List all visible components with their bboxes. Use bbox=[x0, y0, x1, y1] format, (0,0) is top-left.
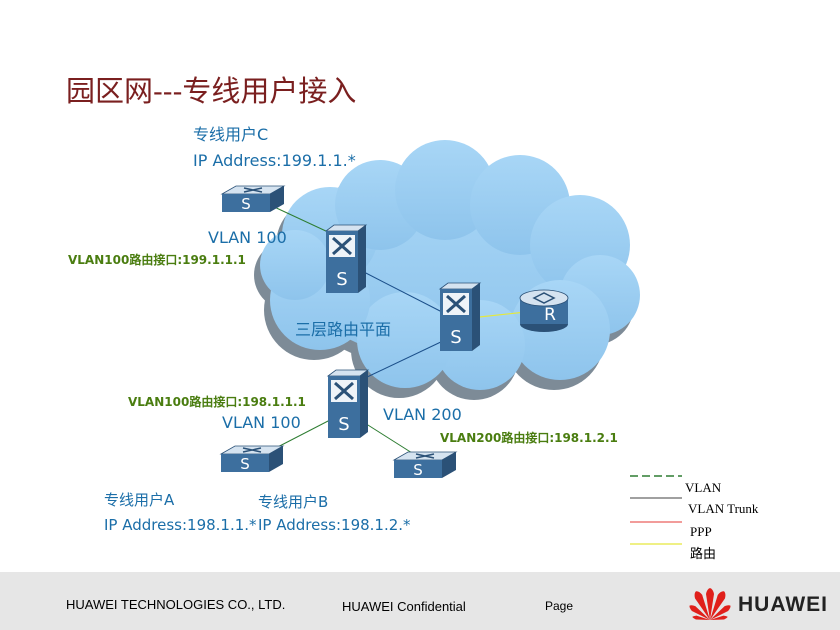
user-c-ip: IP Address:199.1.1.* bbox=[193, 151, 356, 170]
user-b-ip: IP Address:198.1.2.* bbox=[258, 516, 411, 534]
switch-letter: S bbox=[413, 461, 423, 479]
vlan200-if-label: VLAN200路由接口:198.1.2.1 bbox=[440, 431, 618, 445]
vlan100-if-top-label: VLAN100路由接口:199.1.1.1 bbox=[68, 253, 246, 267]
vlan200-label: VLAN 200 bbox=[383, 405, 462, 424]
link-switch1-to-switch2 bbox=[359, 269, 443, 313]
huawei-logo-icon bbox=[689, 588, 731, 620]
footer-confidential: HUAWEI Confidential bbox=[342, 599, 466, 614]
link-switch2-to-switch3 bbox=[364, 339, 446, 379]
network-diagram: S S S R bbox=[219, 140, 682, 545]
legend-label-vlan: VLAN bbox=[685, 480, 722, 495]
footer-bar: HUAWEI TECHNOLOGIES CO., LTD. HUAWEI Con… bbox=[0, 572, 840, 630]
user-a-ip: IP Address:198.1.1.* bbox=[104, 516, 257, 534]
vlan100-top-label: VLAN 100 bbox=[208, 228, 287, 247]
switch-3[interactable]: S bbox=[326, 369, 370, 438]
user-c-name: 专线用户C bbox=[193, 125, 269, 144]
legend-label-vlan-trunk: VLAN Trunk bbox=[688, 501, 759, 516]
vlan100-bottom-label: VLAN 100 bbox=[222, 413, 301, 432]
switch-user-a[interactable]: S bbox=[219, 445, 285, 473]
switch-1[interactable]: S bbox=[324, 224, 368, 293]
slide-title: 园区网---专线用户接入 bbox=[66, 74, 357, 108]
switch-user-c[interactable]: S bbox=[220, 185, 286, 213]
legend-label-route: 路由 bbox=[690, 546, 717, 561]
cloud-label: 三层路由平面 bbox=[295, 320, 392, 339]
router-letter: R bbox=[544, 305, 556, 325]
switch-letter: S bbox=[338, 414, 349, 435]
legend-label-ppp: PPP bbox=[690, 524, 712, 539]
switch-letter: S bbox=[241, 195, 251, 213]
user-a-name: 专线用户A bbox=[104, 491, 175, 509]
link-user-c-to-switch1 bbox=[269, 204, 329, 233]
huawei-logo-text: HUAWEI bbox=[738, 593, 828, 616]
switch-letter: S bbox=[240, 455, 250, 473]
vlan100-if-bottom-label: VLAN100路由接口:198.1.1.1 bbox=[128, 395, 306, 409]
user-b-name: 专线用户B bbox=[258, 493, 329, 511]
router[interactable]: R bbox=[519, 289, 569, 332]
switch-letter: S bbox=[336, 269, 347, 290]
footer-page: Page bbox=[545, 599, 574, 613]
switch-user-b[interactable]: S bbox=[392, 451, 458, 479]
footer-company: HUAWEI TECHNOLOGIES CO., LTD. bbox=[66, 597, 286, 612]
switch-2[interactable]: S bbox=[438, 282, 482, 351]
switch-letter: S bbox=[450, 327, 461, 348]
